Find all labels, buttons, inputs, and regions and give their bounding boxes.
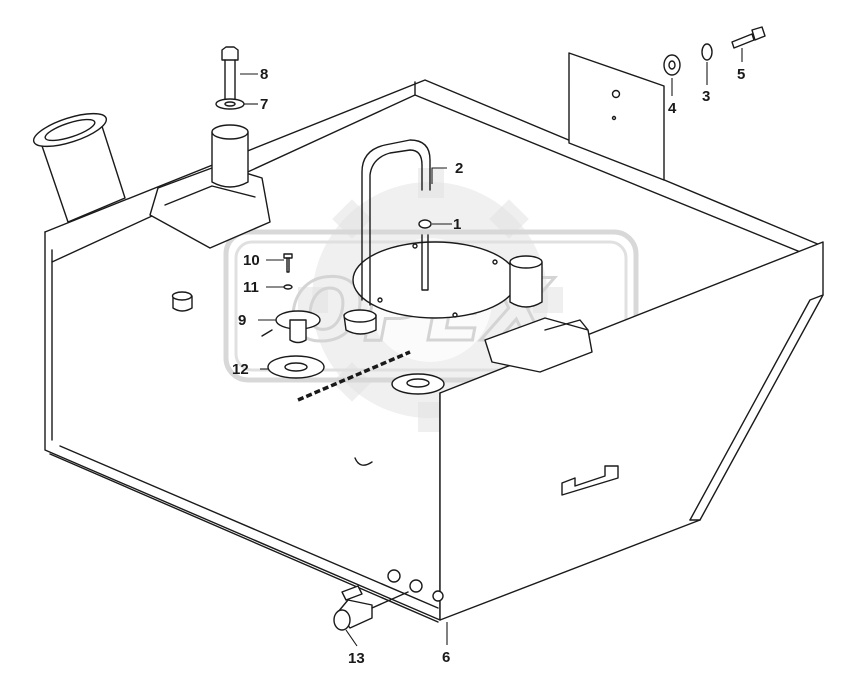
callout-7: 7	[260, 96, 268, 113]
callout-13: 13	[348, 650, 365, 667]
item-13-drain-valve	[333, 585, 409, 631]
item-1-clamp	[418, 219, 432, 229]
callout-3: 3	[702, 88, 710, 105]
callout-12: 12	[232, 361, 249, 378]
item-4-nut	[663, 54, 681, 76]
callout-1: 1	[453, 216, 461, 233]
item-5-bolt	[731, 26, 766, 49]
leader-lines	[240, 48, 743, 647]
callout-5: 5	[737, 66, 745, 83]
gear-watermark-icon	[223, 168, 639, 432]
callout-11: 11	[243, 279, 259, 296]
item-12-gasket	[267, 355, 325, 379]
callout-10: 10	[243, 252, 260, 269]
callout-9: 9	[238, 312, 246, 329]
callout-4: 4	[668, 100, 677, 117]
item-10-screw	[283, 253, 293, 273]
callout-labels: 1 2 3 4 5 6 7 8 9 10 11 12 13	[232, 66, 745, 667]
item-8-bolt	[221, 46, 239, 101]
callout-6: 6	[442, 649, 450, 666]
item-3-washer	[701, 43, 713, 61]
callout-8: 8	[260, 66, 268, 83]
item-7-washer	[215, 98, 245, 110]
item-11-washer	[283, 284, 293, 290]
item-2-pickup-tube	[361, 139, 431, 306]
fuel-tank	[32, 52, 824, 623]
callout-2: 2	[455, 160, 463, 177]
